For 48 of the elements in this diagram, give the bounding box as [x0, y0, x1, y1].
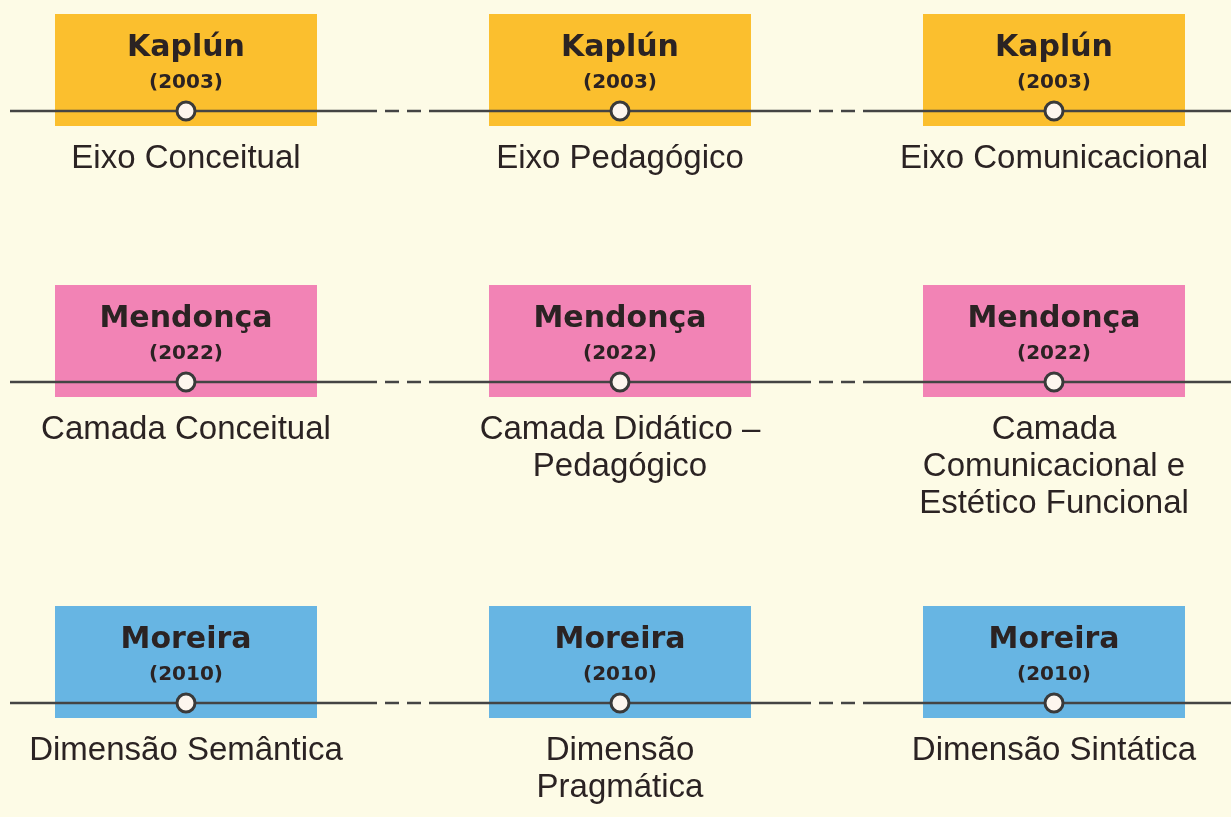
connector-line — [1185, 109, 1231, 113]
year-label: (2010) — [582, 660, 658, 686]
connector-line — [751, 109, 923, 113]
author-box — [923, 606, 1185, 718]
author-box — [55, 14, 317, 126]
author-name: Kaplún — [560, 27, 680, 65]
author-box — [489, 606, 751, 718]
year-label: (2022) — [1016, 339, 1092, 365]
connector-line — [317, 701, 489, 705]
author-name: Moreira — [553, 619, 687, 657]
author-name: Kaplún — [994, 27, 1114, 65]
year-label: (2022) — [148, 339, 224, 365]
author-box — [489, 14, 751, 126]
author-name: Mendonça — [98, 298, 274, 336]
author-name: Mendonça — [532, 298, 708, 336]
author-box — [55, 285, 317, 397]
dimension-label: Dimensão Sintática — [910, 730, 1198, 767]
year-label: (2003) — [582, 68, 658, 94]
dimension-label: Camada Didático – Pedagógico — [478, 409, 762, 483]
dimension-label: Camada Comunicacional e Estético Funcional — [918, 409, 1190, 520]
author-box — [55, 606, 317, 718]
connector-line — [1185, 380, 1231, 384]
connector-line — [10, 701, 55, 705]
author-name: Moreira — [987, 619, 1121, 657]
connector-line — [317, 109, 489, 113]
author-name: Mendonça — [966, 298, 1142, 336]
dimension-label: Camada Conceitual — [40, 409, 332, 446]
connector-line — [317, 380, 489, 384]
year-label: (2010) — [1016, 660, 1092, 686]
author-box — [489, 285, 751, 397]
year-label: (2003) — [148, 68, 224, 94]
author-box — [923, 285, 1185, 397]
author-name: Moreira — [119, 619, 253, 657]
dimension-label: Eixo Comunicacional — [898, 138, 1210, 175]
connector-line — [751, 380, 923, 384]
author-name: Kaplún — [126, 27, 246, 65]
dimension-label: Eixo Pedagógico — [495, 138, 745, 175]
year-label: (2022) — [582, 339, 658, 365]
connector-line — [10, 109, 55, 113]
connector-line — [1185, 701, 1231, 705]
connector-line — [751, 701, 923, 705]
dimension-label: Eixo Conceitual — [70, 138, 302, 175]
author-box — [923, 14, 1185, 126]
year-label: (2010) — [148, 660, 224, 686]
dimension-label: Dimensão Semântica — [28, 730, 344, 767]
year-label: (2003) — [1016, 68, 1092, 94]
dimension-label: Dimensão Pragmática — [535, 730, 705, 804]
connector-line — [10, 380, 55, 384]
